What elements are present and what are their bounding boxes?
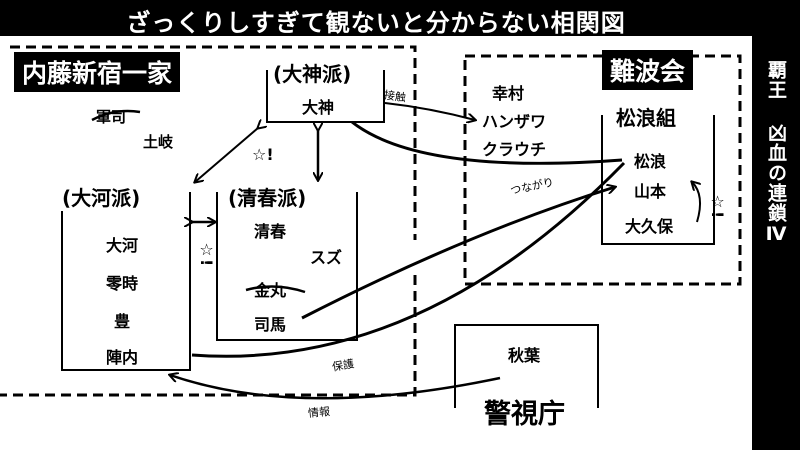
faction-title-okami: (大神派) [269, 58, 356, 87]
arrow-okubo-yamamoto [692, 182, 700, 223]
arrow-okami-okawa [195, 128, 258, 182]
conflict-mark-1: ☆! [252, 145, 274, 164]
relation-information: 情報 [307, 405, 331, 420]
member-yukimura: 幸村 [492, 84, 525, 103]
member-okami: 大神 [302, 98, 335, 117]
group-label-namba: 難波会 [602, 50, 694, 90]
member-okubo: 大久保 [625, 217, 674, 236]
member-kurauchi: クラウチ [482, 140, 547, 159]
relation-contact: 接触 [383, 88, 407, 105]
member-shiba: 司馬 [254, 315, 287, 334]
seishun-box [216, 192, 358, 341]
side-title: 覇王 凶血の連鎖Ⅳ [765, 60, 787, 246]
member-hanzawa: ハンザワ [482, 112, 547, 131]
strike-gunji [91, 109, 141, 122]
member-kiyoharu: 清春 [254, 222, 287, 241]
side-strip [752, 36, 800, 450]
arrow-contact [384, 102, 475, 120]
faction-title-seishun: (清春派) [224, 182, 311, 211]
member-yamamoto: 山本 [634, 182, 667, 201]
strike-kanamaru [245, 285, 306, 294]
keishicho-box [454, 324, 599, 408]
conflict-mark-3: ☆! [708, 192, 727, 219]
okawa-box [61, 192, 191, 371]
line-protection [191, 161, 626, 358]
faction-title-okawa: (大河派) [58, 182, 145, 211]
member-gunji: 軍司 [96, 108, 127, 126]
conflict-mark-2: ☆! [197, 240, 216, 267]
group-label-keishicho: 警視庁 [478, 392, 571, 431]
member-okawa: 大河 [106, 236, 139, 255]
okami-box [266, 70, 385, 123]
member-kanamaru: 金丸 [254, 281, 287, 300]
diagram-title: ざっくりしすぎて観ないと分からない相関図 [126, 9, 626, 37]
member-yutaka: 豊 [114, 312, 131, 331]
matsunami-box [601, 115, 715, 245]
faction-title-matsunami: 松浪組 [612, 102, 680, 131]
arrow-shiba-yamamoto [301, 187, 615, 320]
line-connection-okami [351, 120, 623, 165]
group-label-naito: 内藤新宿一家 [14, 52, 181, 92]
member-toki: 土岐 [143, 133, 174, 151]
title-banner [0, 0, 800, 36]
arrow-information [170, 375, 501, 400]
member-reiji: 零時 [106, 274, 139, 293]
member-matsunami: 松浪 [634, 152, 667, 171]
member-akiba: 秋葉 [508, 346, 541, 365]
member-jinnai: 陣内 [106, 348, 139, 367]
member-suzu: スズ [310, 248, 343, 267]
